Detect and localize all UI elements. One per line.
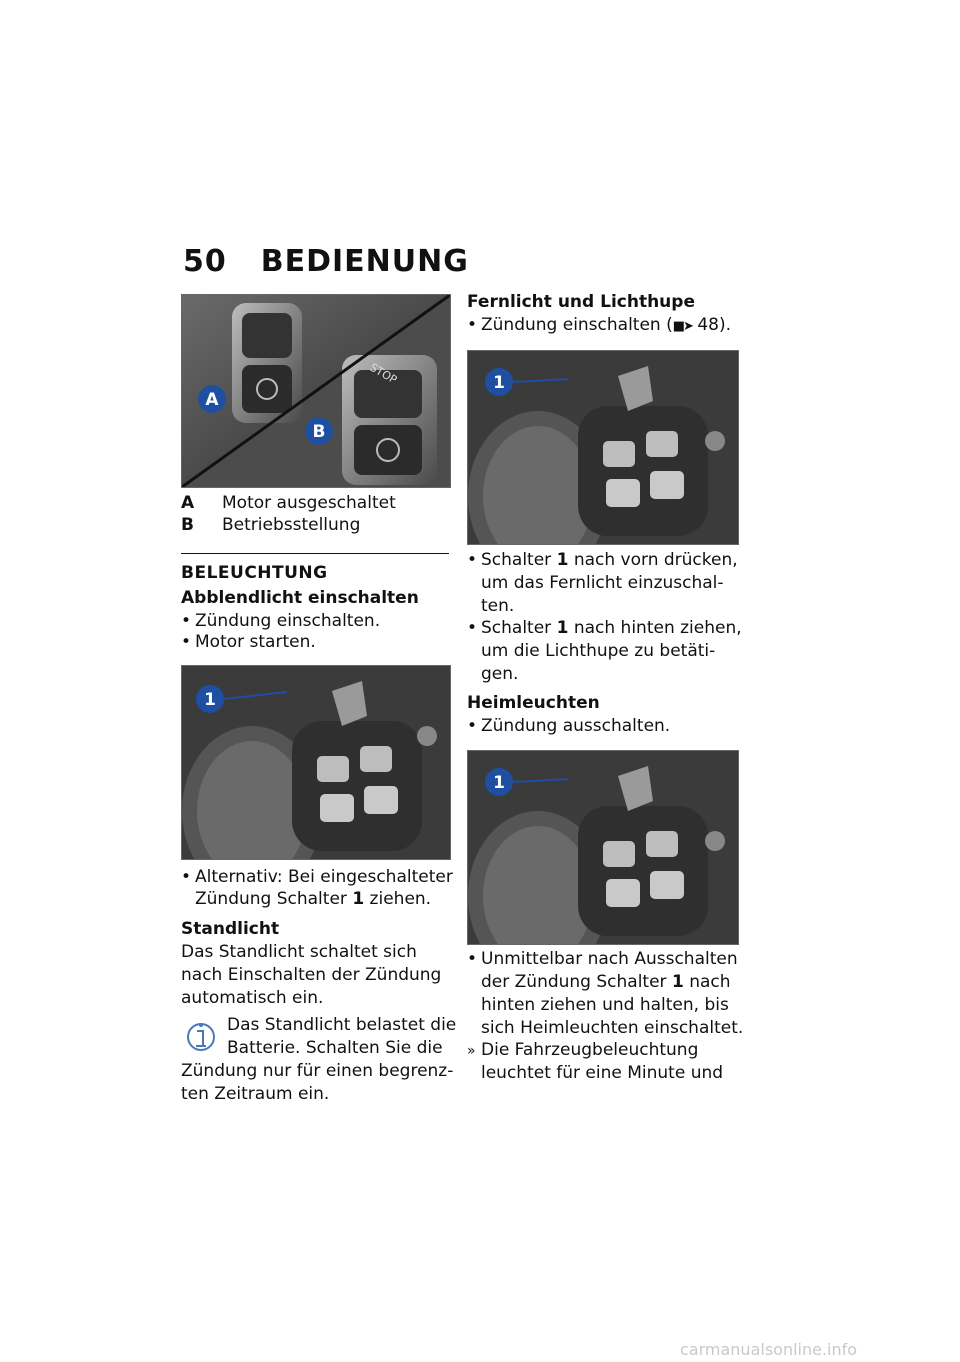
callout-1-marker [196, 685, 224, 713]
standlicht-line-3: automatisch ein. [181, 988, 324, 1008]
section-title: BELEUCHTUNG [181, 563, 328, 583]
page-number: 50 [183, 244, 227, 279]
fernlicht-s2-line1: Schalter 1 nach hinten ziehen, [467, 617, 742, 640]
standlicht-note-line-3: Zündung nur für einen begrenz- [181, 1061, 454, 1081]
heimleuchten-step-1: Zündung ausschalten. [467, 715, 670, 738]
callout-a-label: A [205, 390, 219, 410]
callout-1-label: 1 [493, 773, 505, 793]
fernlicht-s2-line3: gen. [481, 664, 519, 684]
abblendlicht-alt-line1: Alternativ: Bei eingeschalteter [181, 866, 453, 889]
fernlicht-s1-line2: um das Fernlicht einzuschal- [481, 573, 724, 593]
fernlicht-s1-line1: Schalter 1 nach vorn drücken, [467, 549, 738, 572]
fernlicht-title: Fernlicht und Lichthupe [467, 292, 695, 312]
abblendlicht-title: Abblendlicht einschalten [181, 588, 419, 608]
abblendlicht-step-2: Motor starten. [181, 631, 316, 654]
standlicht-title: Standlicht [181, 919, 280, 939]
fernlicht-s1-line3: ten. [481, 596, 515, 616]
fernlicht-s2-line2: um die Lichthupe zu betäti- [481, 641, 716, 661]
callout-a-marker [198, 385, 226, 413]
standlicht-note-line-2: Batterie. Schalten Sie die [227, 1038, 443, 1058]
figure-light-switch-2: 1 [467, 350, 739, 545]
callout-1-label: 1 [493, 373, 505, 393]
callout-1-marker [485, 768, 513, 796]
standlicht-note-line-4: ten Zeitraum ein. [181, 1084, 330, 1104]
heimleuchten-result-line2: leuchtet für eine Minute und [481, 1063, 724, 1083]
figure-light-switch-3: 1 [467, 750, 739, 945]
heimleuchten-result-line1: »Die Fahrzeugbeleuchtung [467, 1039, 698, 1063]
callout-1-marker [485, 368, 513, 396]
abblendlicht-step-1: Zündung einschalten. [181, 610, 380, 633]
callout-b-label: B [313, 422, 326, 442]
heimleuchten-u-line2: der Zündung Schalter 1 nach [481, 972, 731, 992]
standlicht-line-1: Das Standlicht schaltet sich [181, 942, 417, 962]
standlicht-note-line-1: Das Standlicht belastet die [227, 1015, 457, 1035]
page-title: BEDIENUNG [260, 244, 469, 279]
callout-1-label: 1 [204, 690, 216, 710]
heimleuchten-title: Heimleuchten [467, 693, 600, 713]
page-reference-arrow-icon: ■➤ [672, 319, 694, 334]
result-arrow-icon: » [467, 1043, 476, 1059]
figure-ignition-switch: STOP A B [181, 294, 451, 488]
watermark: carmanualsonline.info [680, 1340, 858, 1359]
section-divider [181, 553, 449, 554]
heimleuchten-u-line4: sich Heimleuchten einschaltet. [481, 1018, 744, 1038]
standlicht-line-2: nach Einschalten der Zündung [181, 965, 442, 985]
page-header: 50 BEDIENUNG [183, 244, 469, 279]
callout-b-marker [305, 417, 333, 445]
heimleuchten-u-line1: Unmittelbar nach Ausschalten [467, 948, 738, 971]
fernlicht-step-1: Zündung einschalten (■➤ 48). [467, 314, 731, 338]
figure-light-switch-1: 1 [181, 665, 451, 860]
info-icon [184, 1015, 218, 1059]
heimleuchten-u-line3: hinten ziehen und halten, bis [481, 995, 729, 1015]
abblendlicht-alt-line2: Zündung Schalter 1 ziehen. [195, 889, 432, 909]
